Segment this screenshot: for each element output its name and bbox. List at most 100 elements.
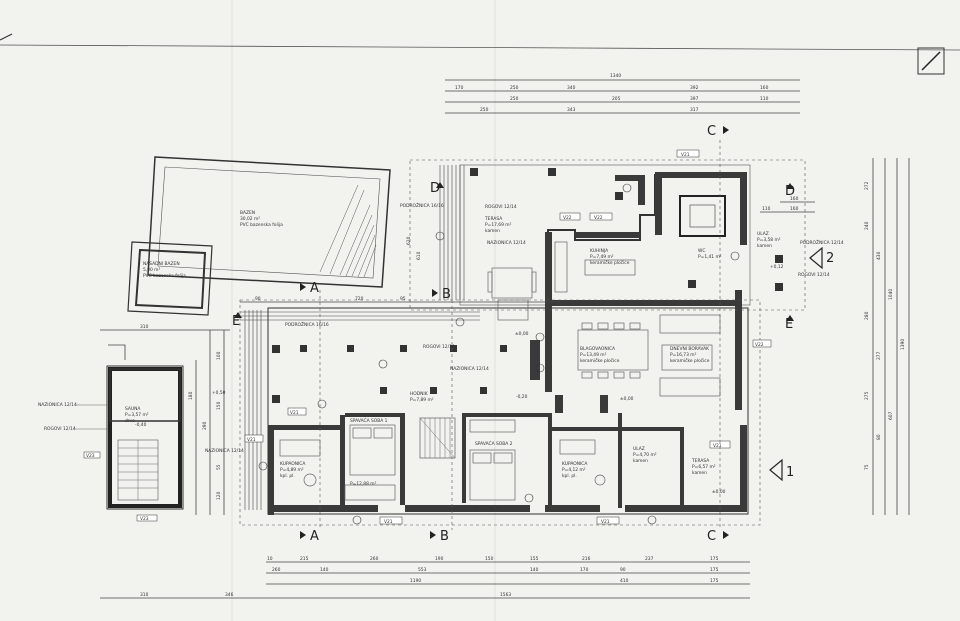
room-entry-top-area: P=3,58 m²: [757, 237, 781, 243]
dim-label: 397: [690, 96, 699, 102]
room-terrace-area: P=17,69 m²: [485, 222, 512, 228]
dim-label: 90: [255, 296, 261, 302]
sheet-corner-mark: [0, 33, 13, 41]
label-podroznica-1: PODROŽNICA 16/16: [400, 201, 444, 209]
level-mark: ±0,00: [515, 331, 529, 337]
level-marks: ±0,00 -0,40 +0,50 ±0,00 +0,12 ±0,00 -0,2…: [135, 264, 784, 495]
dimension-chain-left: 310 180 290 100 150 55 120: [100, 324, 230, 515]
dimension-chain-top: 1340 170 250 340 392 160 250 205 397 110…: [445, 73, 800, 114]
level-mark: +0,50: [212, 390, 226, 396]
dim-label: 175: [710, 578, 719, 584]
dim-label: 410: [620, 578, 629, 584]
dim-label: 275: [864, 391, 870, 400]
label-rogovi-left: ROGOVI 12/14: [44, 426, 76, 432]
dim-label: 430: [876, 251, 882, 260]
label-podroznica-3: PODROŽNICA 12/14: [800, 238, 844, 246]
room-bedroom2-area: P=11,60 m²: [475, 506, 502, 512]
dim-label: 216: [582, 556, 591, 562]
window-tag: V21: [601, 519, 610, 525]
dim-label: 620: [406, 236, 412, 245]
room-entry-top-name: ULAZ: [757, 231, 769, 237]
dim-label: 160: [790, 196, 799, 202]
section-mark-a-top: A: [310, 281, 319, 296]
section-mark-d-left: D: [430, 181, 440, 196]
room-terrace2-floor: kamen: [692, 470, 707, 476]
room-entry-bottom-floor: kamen: [633, 458, 648, 464]
room-terrace2-name: TERASA: [691, 458, 709, 464]
dim-label: 180: [188, 391, 194, 400]
label-rogovi-2: ROGOVI 12/14: [485, 204, 517, 210]
window-tags: V21 V22 V22 V21 V21 V21 V21 V21 V22: [244, 149, 772, 525]
label-nazionica-3: NAZIONICA 12/14: [450, 366, 489, 372]
room-wc-name: WC: [698, 248, 705, 254]
room-terrace-name: TERASA: [484, 216, 502, 222]
dim-label: 553: [418, 567, 427, 573]
dim-label: 95: [400, 296, 406, 302]
section-mark-c-top: C: [707, 124, 716, 139]
dim-label: 240: [864, 221, 870, 230]
dim-top-total: 1340: [610, 73, 621, 79]
dim-label: 140: [530, 567, 539, 573]
window-tag: V22: [563, 215, 572, 221]
dim-label: 55: [216, 464, 222, 470]
dim-label: 340: [567, 85, 576, 91]
room-wc-area: P=1,41 m²: [698, 254, 722, 260]
level-mark: -0,40: [135, 422, 147, 428]
dim-label: 160: [790, 206, 799, 212]
sheet-top-line: [0, 44, 960, 51]
section-mark-c-bottom: C: [707, 529, 716, 544]
room-dining-area: P=13,49 m²: [580, 352, 607, 358]
dim-label: 175: [710, 567, 719, 573]
dim-label: 205: [612, 96, 621, 102]
sauna-name: SAUNA: [125, 406, 140, 412]
level-mark: ±0,00: [712, 489, 726, 495]
view-markers: 1 2: [769, 246, 834, 482]
pool-name: BAZEN: [240, 210, 255, 216]
dim-label: 150: [485, 556, 494, 562]
dim-label: 110: [762, 206, 771, 212]
dim-label: 215: [300, 556, 309, 562]
room-bathroom2-name: KUPAONICA: [562, 461, 587, 467]
window-tag: V21: [384, 519, 393, 525]
pool-machine-area: 5,00 m²: [143, 267, 160, 273]
room-labels: TERASA P=17,69 m² kamen KUHINJA P=7,49 m…: [280, 216, 781, 512]
window-tag: V22: [594, 215, 603, 221]
window-tag: V23: [140, 516, 149, 522]
dim-label: 720: [355, 296, 364, 302]
drawing-orientation-icon: [917, 47, 945, 75]
pool-machine-finish: PVC bazenska folija: [143, 273, 186, 279]
interior-stairs: [419, 417, 456, 459]
room-dining-floor: keramičke pločice: [580, 357, 620, 364]
section-mark-a-bottom: A: [310, 529, 319, 544]
sauna-building: SAUNA P=3,57 m² drvo V23 V23: [83, 344, 184, 522]
dim-label: 10: [267, 556, 273, 562]
dim-label: 250: [480, 107, 489, 113]
label-rogovi-4: ROGOVI 12/14: [798, 272, 830, 278]
room-bathroom1-name: KUPAONICA: [280, 461, 305, 467]
dim-label: 80: [876, 434, 882, 440]
dim-label: 100: [216, 351, 222, 360]
dim-bottom-total: 1563: [500, 592, 511, 598]
section-mark-e-right: E: [785, 317, 793, 332]
sauna-floor: drvo: [125, 418, 135, 424]
room-kitchen-name: KUHINJA: [590, 248, 608, 254]
label-rogovi-3: ROGOVI 12/14: [423, 344, 455, 350]
dim-label: 170: [580, 567, 589, 573]
room-bathroom1-area: P=4,89 m²: [280, 467, 304, 473]
dim-label: 280: [864, 311, 870, 320]
room-bedroom1-area: P=12,88 m²: [350, 481, 377, 487]
dim-label: 170: [455, 85, 464, 91]
label-nazionica-4: NAZIONICA 12/14: [205, 448, 244, 454]
room-kitchen-floor: keramičke pločice: [590, 259, 630, 266]
dim-label: 155: [530, 556, 539, 562]
dim-label: 160: [760, 85, 769, 91]
window-tag: V23: [86, 453, 95, 459]
room-bathroom2-area: P=4,12 m²: [562, 467, 586, 473]
section-marks: A A B B C C D D E E: [232, 124, 795, 544]
window-tag: V22: [755, 342, 764, 348]
dim-label: 260: [272, 567, 281, 573]
furniture: [279, 241, 721, 501]
label-nazionica-2: NAZIONICA 12/14: [487, 240, 526, 246]
